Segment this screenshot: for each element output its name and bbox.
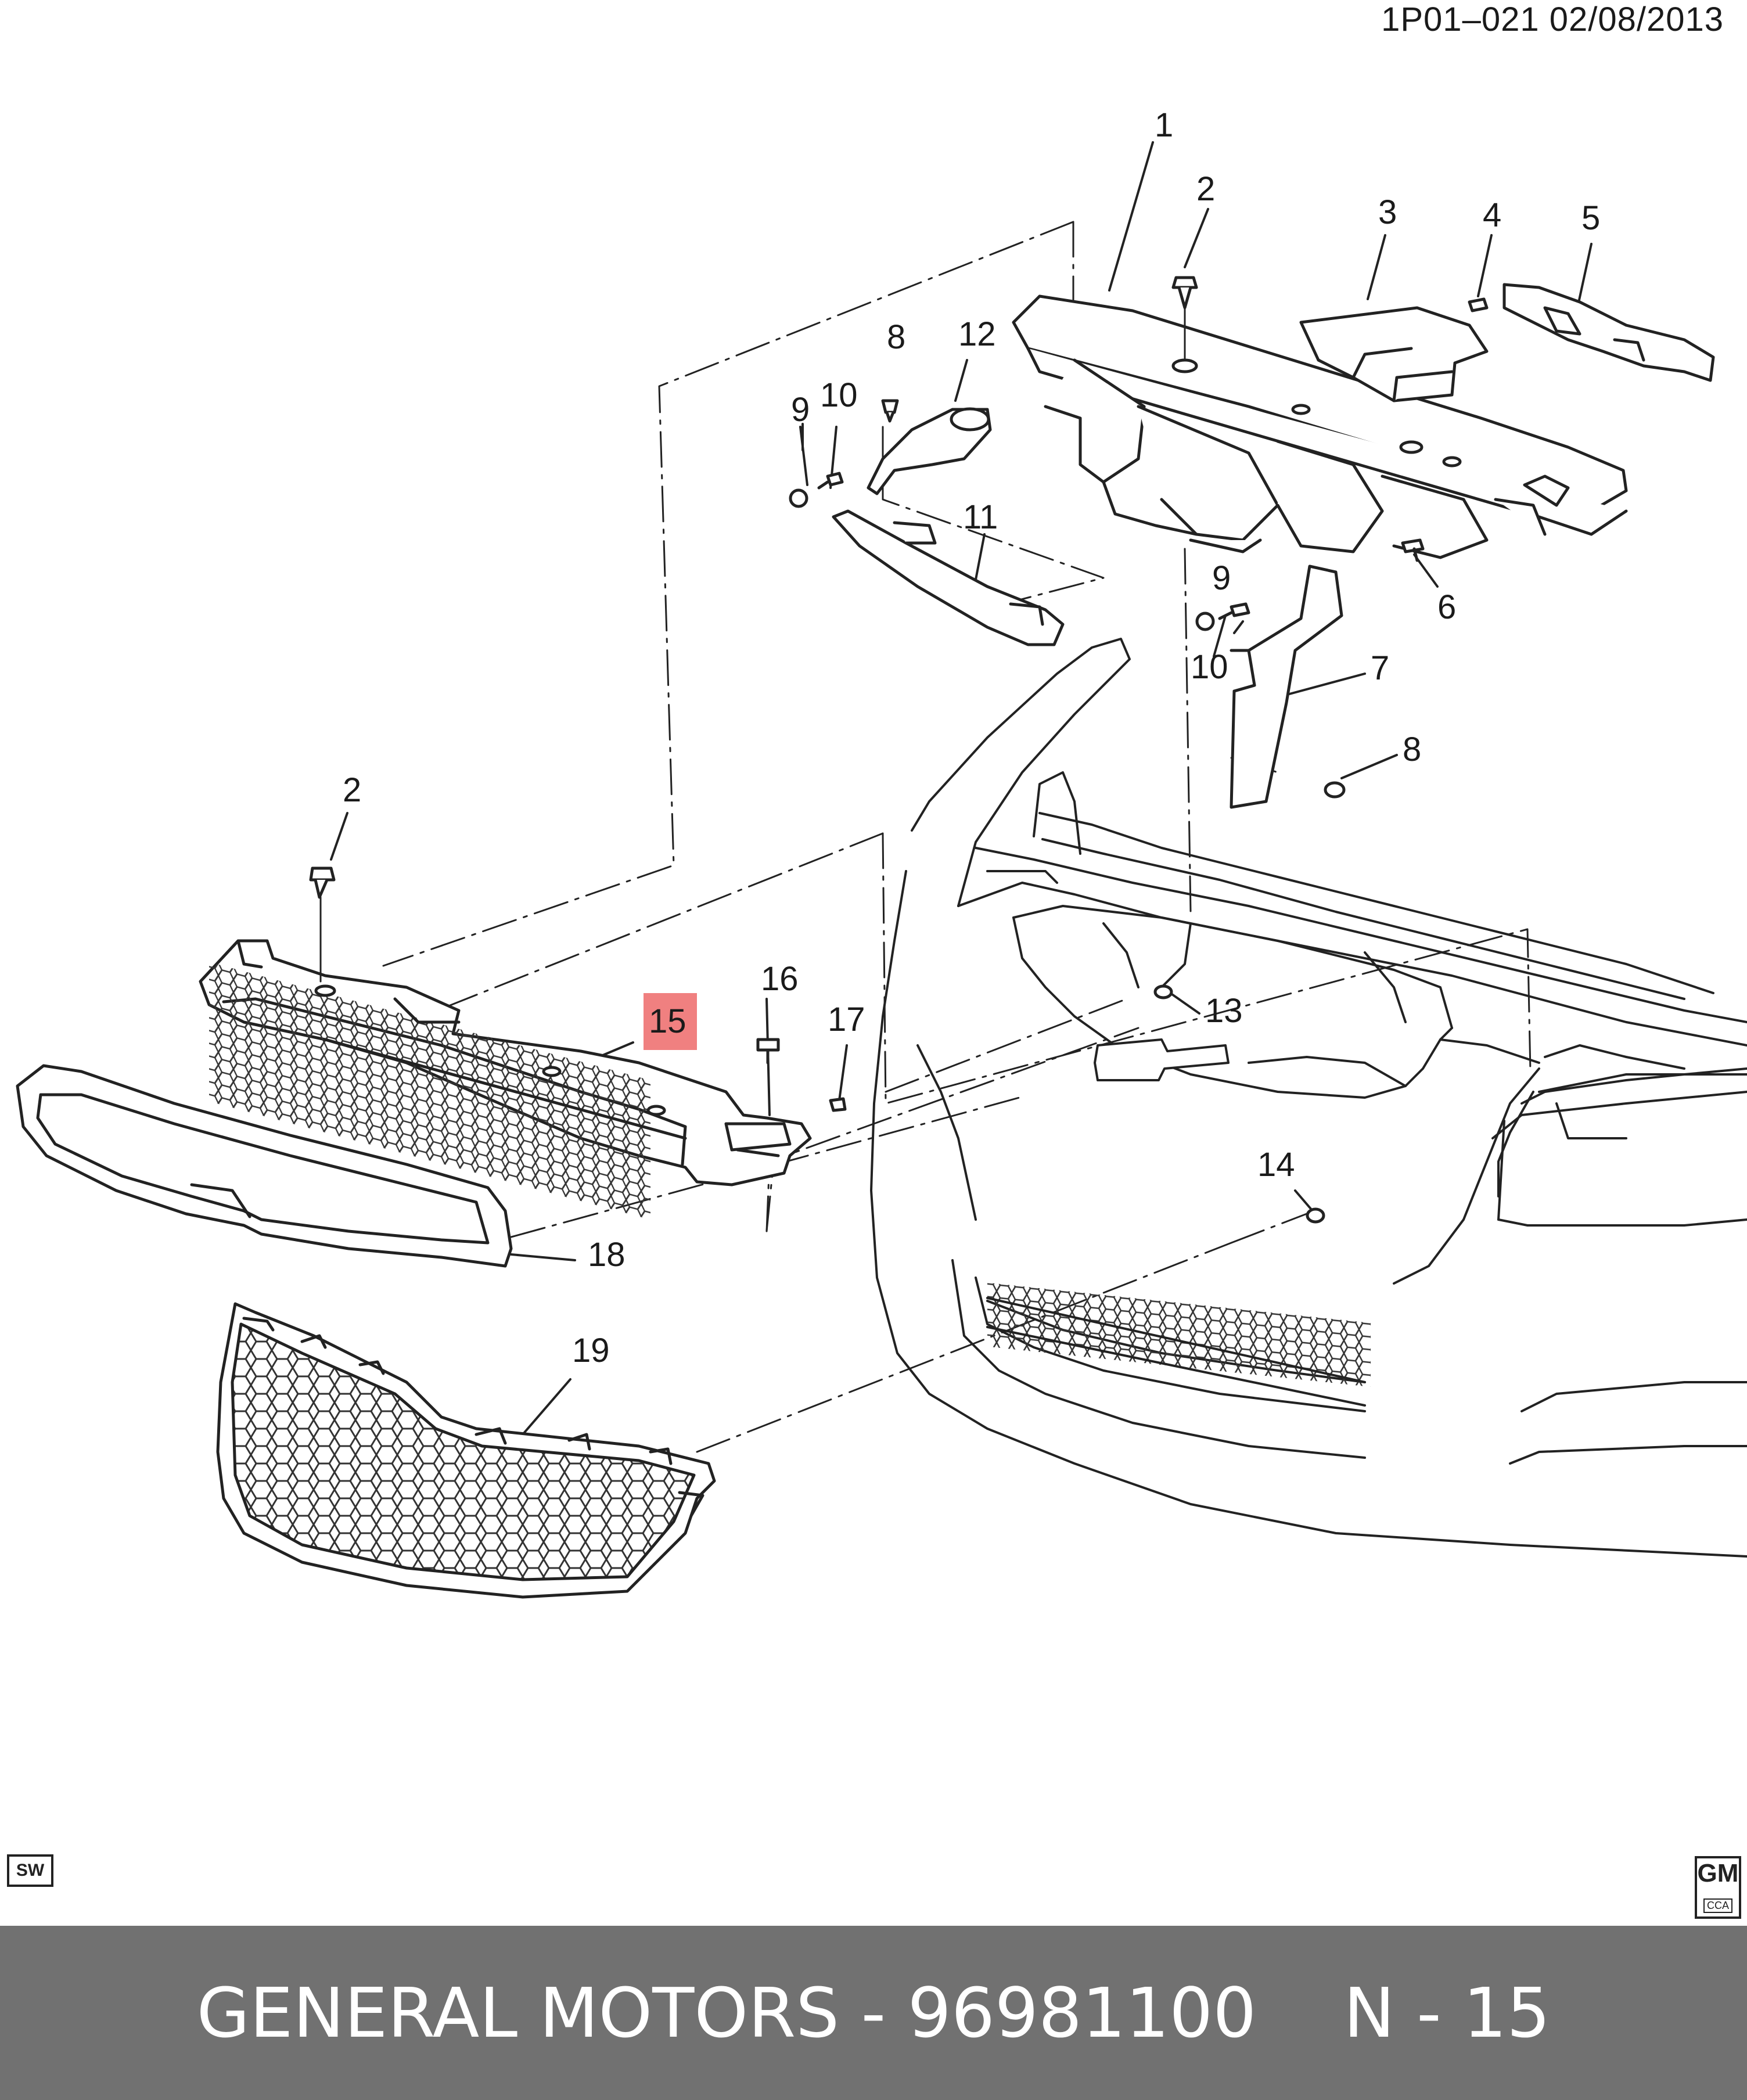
part-18-grille-molding (16, 1064, 513, 1268)
callout-16: 16 (761, 960, 799, 998)
callout-7: 7 (1371, 649, 1389, 687)
callout-15-highlight (644, 993, 697, 1050)
part-17-bolt (829, 1097, 847, 1112)
part-5-bracket (1502, 283, 1715, 382)
part-9-clip-lower (1195, 612, 1215, 631)
gm-logo-text: GM (1697, 1859, 1739, 1887)
callout-2-lower: 2 (343, 771, 361, 809)
part-4-bolt (1468, 297, 1489, 312)
part-16-bolt (756, 1038, 780, 1065)
callout-13: 13 (1205, 992, 1243, 1030)
sw-label: SW (7, 1854, 53, 1887)
part-12-duct (867, 407, 992, 495)
callout-9-lower: 9 (1212, 559, 1231, 597)
callout-14: 14 (1257, 1146, 1295, 1184)
part-15-grille-support (199, 939, 812, 1220)
callout-labels: 1 2 3 4 5 6 7 8 8 9 9 10 10 11 12 13 14 … (343, 106, 1600, 1369)
part-6-bolt (1401, 538, 1425, 562)
gm-logo-subtext: CCA (1703, 1898, 1732, 1913)
part-10-screw-upper (817, 472, 844, 490)
callout-2-top: 2 (1196, 170, 1215, 208)
part-14-fastener (1306, 1207, 1325, 1224)
callout-leaders (330, 141, 1593, 1436)
callout-17: 17 (828, 1001, 865, 1038)
part-2-push-pin-lower (309, 866, 336, 983)
part-1-radiator-tie-bar (1012, 294, 1628, 559)
callout-5: 5 (1581, 199, 1600, 237)
callout-19: 19 (572, 1332, 610, 1369)
part-19-grille (216, 1302, 716, 1599)
part-10-screw-lower (1218, 602, 1250, 620)
part-7-side-baffle (1230, 564, 1343, 809)
callout-6: 6 (1437, 588, 1456, 626)
gm-logo: GM CCA (1695, 1856, 1741, 1919)
callout-11: 11 (963, 498, 998, 536)
part-11-deflector-strip (832, 509, 1065, 646)
part-2-push-pin-top (1171, 276, 1198, 361)
footer-banner: GENERAL MOTORS - 96981100 N - 15 (0, 1926, 1747, 2100)
callout-18: 18 (588, 1236, 626, 1274)
footer-callout-ref: N - 15 (1343, 1973, 1551, 2053)
callout-10-upper: 10 (820, 376, 858, 414)
part-8-pin-lower (1324, 781, 1346, 799)
vehicle-front-outline (870, 638, 1747, 1558)
callout-12: 12 (958, 315, 996, 353)
headlamp-right (1497, 1073, 1747, 1198)
callout-4: 4 (1483, 196, 1501, 234)
callout-1: 1 (1155, 106, 1173, 144)
diagram-reference: 1P01–021 02/08/2013 (1381, 1, 1724, 38)
callout-9-upper: 9 (791, 391, 810, 429)
vehicle-bowtie-emblem (1094, 1038, 1230, 1081)
footer-part-number: GENERAL MOTORS - 96981100 (196, 1973, 1257, 2053)
callout-3: 3 (1378, 193, 1397, 231)
part-9-clip-upper (789, 488, 808, 508)
callout-15: 15 (649, 1002, 686, 1040)
parts-diagram: 1 2 3 4 5 6 7 8 8 9 9 10 10 11 12 13 14 … (16, 106, 1747, 1599)
callout-10-lower: 10 (1191, 648, 1228, 686)
lower-bumper-grille (986, 1282, 1371, 1407)
callout-8-upper: 8 (887, 318, 905, 356)
part-3-air-deflector (1299, 306, 1489, 402)
callout-8-lower: 8 (1403, 731, 1421, 768)
part-8-pin-upper (881, 399, 899, 423)
part-13-fastener (1153, 984, 1173, 999)
